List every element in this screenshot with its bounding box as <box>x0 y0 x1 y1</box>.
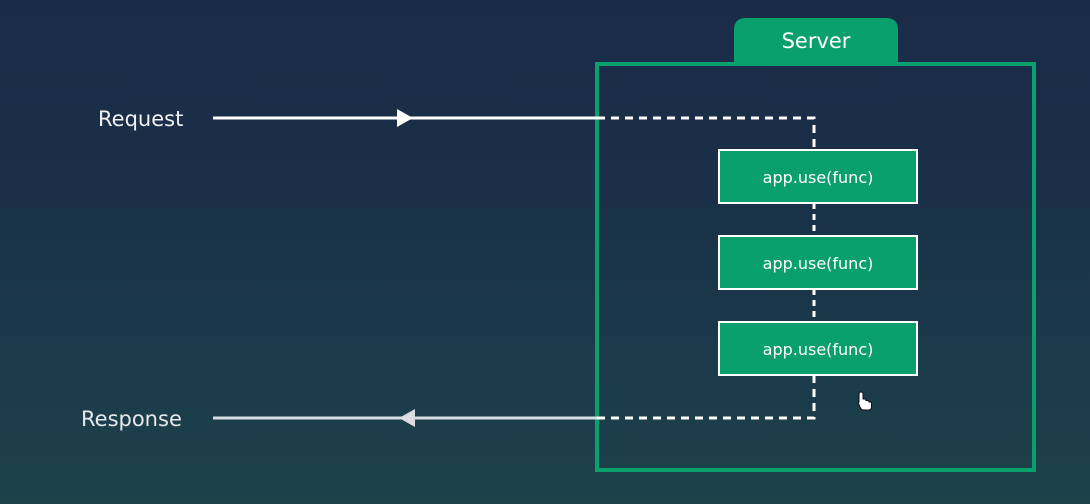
middleware-box-1: app.use(func) <box>718 149 918 204</box>
middleware-box-2: app.use(func) <box>718 235 918 290</box>
middleware-label: app.use(func) <box>763 254 874 273</box>
request-dashed-path <box>597 116 816 150</box>
middleware-label: app.use(func) <box>763 168 874 187</box>
server-tab <box>734 18 898 62</box>
response-dashed-path <box>597 375 816 420</box>
response-label: Response <box>81 407 182 431</box>
server-title: Server <box>782 29 851 53</box>
server-container <box>595 62 1036 472</box>
request-label: Request <box>98 107 183 131</box>
hand-pointer-icon <box>857 391 872 411</box>
response-arrow-icon <box>399 409 415 427</box>
middleware-label: app.use(func) <box>763 340 874 359</box>
request-arrow-icon <box>397 109 413 127</box>
middleware-box-3: app.use(func) <box>718 321 918 376</box>
